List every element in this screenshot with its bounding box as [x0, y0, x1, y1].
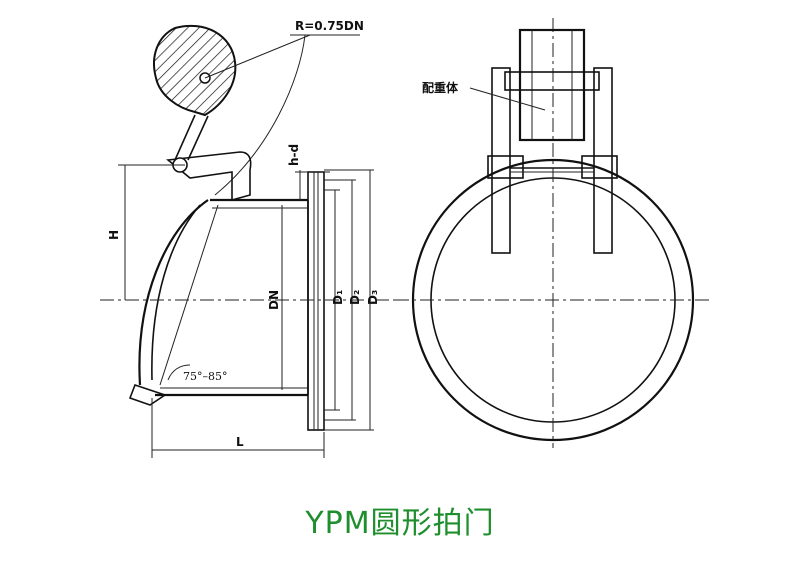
angle-label: 75°–85° [183, 370, 228, 383]
radius-label: R=0.75DN [295, 19, 364, 33]
counterweight-hatched [153, 24, 237, 117]
flange [307, 171, 325, 431]
caption: YPM圆形拍门 [305, 506, 495, 541]
radius-line [204, 34, 311, 79]
front-view: 配重体 [395, 18, 710, 448]
flange-dimensions [324, 169, 374, 431]
angle-arc [167, 364, 191, 381]
counterweight-label: 配重体 [422, 80, 459, 95]
h-d-label: h-d [287, 144, 301, 166]
hinge-bracket [166, 151, 252, 202]
flap-cover [138, 199, 209, 386]
radius-arc [214, 34, 306, 196]
d3-label: D₃ [366, 290, 380, 305]
h-label: H [107, 230, 121, 240]
d2-label: D₂ [348, 290, 362, 305]
side-view: R=0.75DN H h [100, 19, 395, 458]
lever-arms [487, 67, 618, 254]
dn-label: DN [267, 290, 281, 310]
lever-arm [174, 114, 209, 161]
technical-drawing: R=0.75DN H h [100, 18, 710, 458]
d1-label: D₁ [331, 290, 345, 305]
counterweight-block [504, 28, 600, 142]
l-label: L [236, 435, 244, 449]
counterweight-leader [469, 87, 546, 111]
